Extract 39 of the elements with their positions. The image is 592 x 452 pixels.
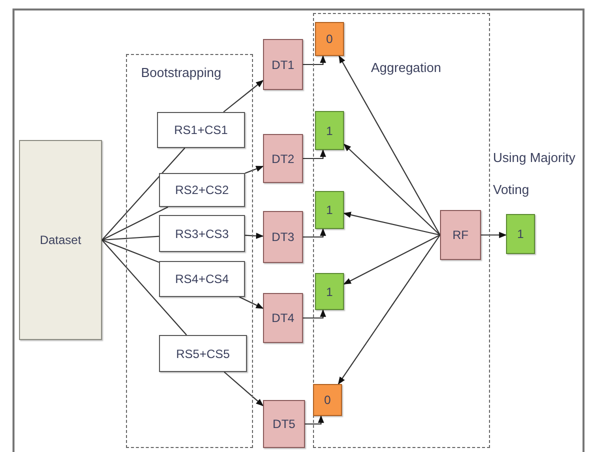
group-title: Bootstrapping bbox=[141, 65, 222, 80]
result-box: 1 bbox=[506, 214, 535, 254]
arrow bbox=[481, 232, 507, 238]
vote-box: 0 bbox=[315, 22, 344, 56]
arrow bbox=[223, 80, 264, 112]
tree-box: DT4 bbox=[263, 293, 303, 343]
dataset-box: Dataset bbox=[19, 140, 102, 340]
group-title: Aggregation bbox=[371, 60, 442, 75]
sample-box: RS5+CS5 bbox=[159, 335, 247, 372]
arrow bbox=[343, 212, 440, 236]
sample-box: RS2+CS2 bbox=[159, 173, 245, 207]
arrow bbox=[303, 309, 326, 319]
arrow bbox=[303, 228, 326, 238]
tree-box: DT5 bbox=[263, 400, 305, 448]
arrow bbox=[343, 234, 440, 285]
arrow bbox=[303, 149, 326, 160]
sample-box: RS1+CS1 bbox=[157, 112, 245, 148]
arrow bbox=[224, 372, 264, 406]
dashed-group-box bbox=[126, 54, 253, 448]
vote-box: 1 bbox=[315, 273, 344, 310]
arrow bbox=[343, 144, 440, 236]
arrow bbox=[338, 55, 440, 236]
annotation-text: Using Majority Voting bbox=[493, 149, 576, 199]
arrow bbox=[305, 415, 324, 425]
sample-box: RS4+CS4 bbox=[159, 261, 245, 297]
arrow bbox=[244, 232, 264, 239]
vote-box: 0 bbox=[313, 384, 342, 416]
sample-box: RS3+CS3 bbox=[159, 215, 245, 252]
vote-box: 1 bbox=[315, 111, 344, 150]
arrow bbox=[303, 55, 326, 66]
arrow bbox=[338, 234, 440, 385]
tree-box: DT3 bbox=[263, 211, 303, 263]
forest-box: RF bbox=[440, 210, 481, 260]
arrow bbox=[239, 296, 264, 309]
vote-box: 1 bbox=[315, 191, 344, 229]
tree-box: DT2 bbox=[263, 134, 303, 183]
tree-box: DT1 bbox=[263, 39, 303, 90]
arrow bbox=[244, 166, 264, 174]
dashed-group-box bbox=[313, 13, 490, 448]
